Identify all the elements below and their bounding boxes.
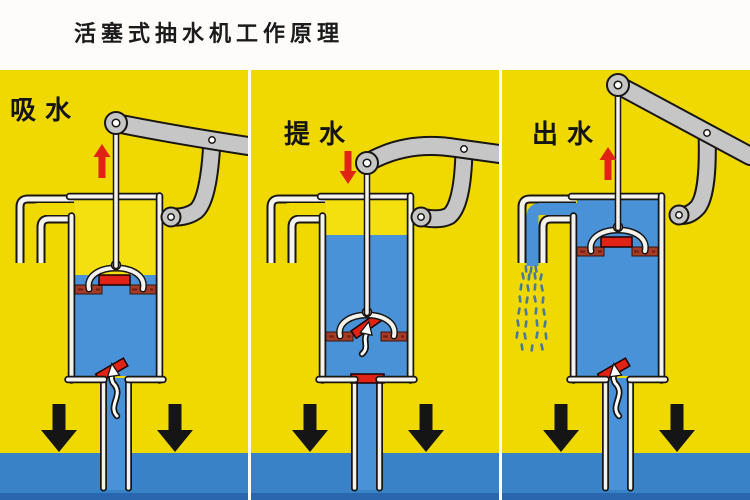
suction-stage-diagram [0,70,248,500]
discharge-stage-diagram [502,70,750,500]
panel-label-lift: 提水 [284,119,355,149]
poster-title: 活塞式抽水机工作原理 [74,21,345,46]
panel-label-suction: 吸水 [10,95,81,125]
panel-label-discharge: 出水 [532,119,603,149]
panels-row: 吸水 提水 出水 [0,70,750,500]
panel-lift: 提水 [251,70,499,500]
lift-stage-diagram [251,70,499,500]
panel-suction: 吸水 [0,70,248,500]
panel-discharge: 出水 [502,70,750,500]
